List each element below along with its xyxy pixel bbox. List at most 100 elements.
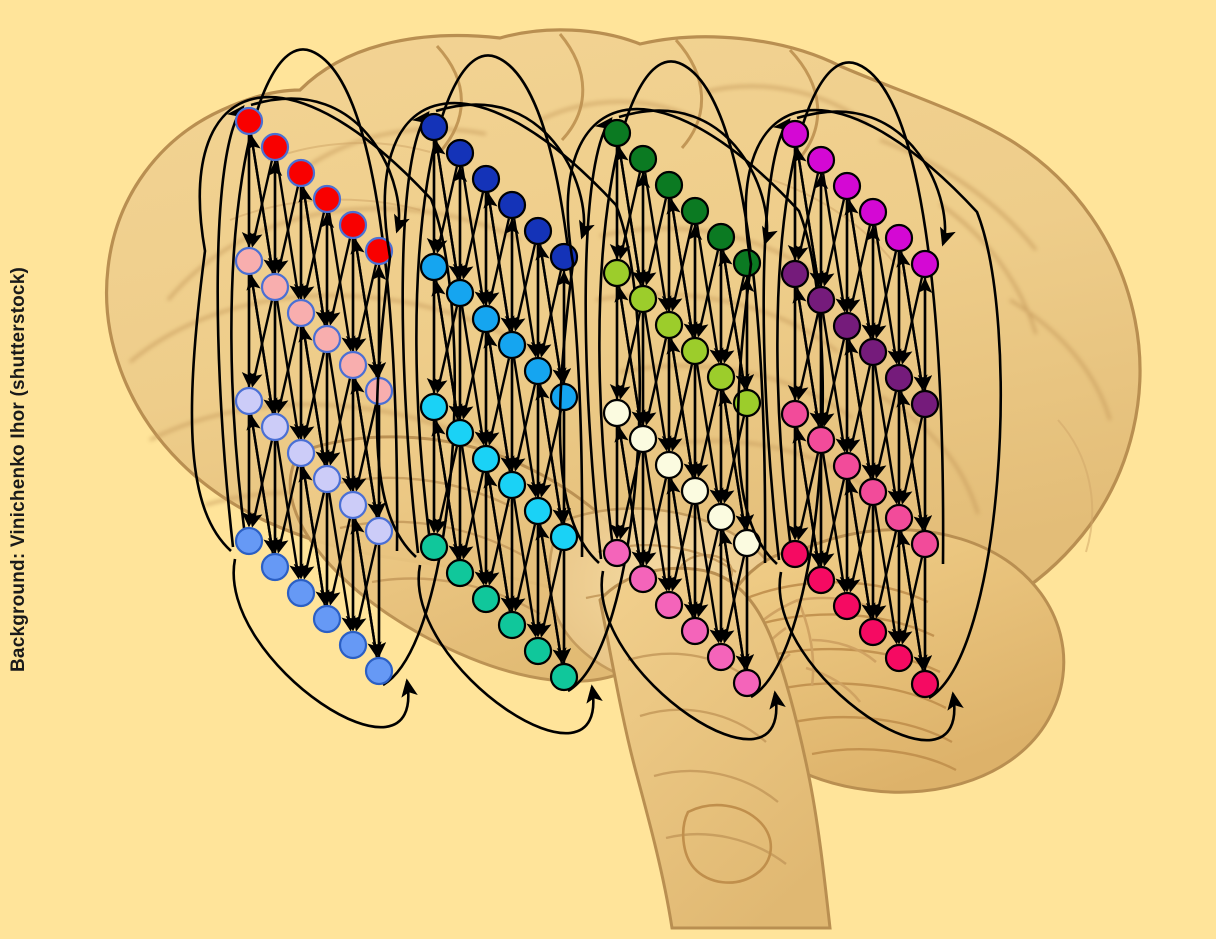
network-node[interactable] (312, 604, 342, 634)
network-node[interactable] (602, 258, 632, 288)
network-node[interactable] (884, 643, 914, 673)
network-node[interactable] (628, 144, 658, 174)
column-1-tall-loop (230, 48, 399, 552)
network-node[interactable] (312, 464, 342, 494)
network-node[interactable] (654, 310, 684, 340)
network-node[interactable] (445, 558, 475, 588)
network-node[interactable] (419, 252, 449, 282)
network-node[interactable] (732, 668, 762, 698)
network-node[interactable] (234, 386, 264, 416)
network-node[interactable] (706, 222, 736, 252)
network-node[interactable] (780, 119, 810, 149)
network-node[interactable] (338, 630, 368, 660)
network-node[interactable] (628, 284, 658, 314)
network-node[interactable] (364, 656, 394, 686)
network-node[interactable] (471, 444, 501, 474)
network-node[interactable] (780, 399, 810, 429)
network-node[interactable] (234, 526, 264, 556)
network-node[interactable] (523, 496, 553, 526)
network-node[interactable] (806, 565, 836, 595)
network-node[interactable] (628, 424, 658, 454)
network-node[interactable] (338, 350, 368, 380)
network-node[interactable] (884, 363, 914, 393)
network-node[interactable] (680, 476, 710, 506)
network-node[interactable] (884, 503, 914, 533)
network-node[interactable] (260, 412, 290, 442)
network-node[interactable] (628, 564, 658, 594)
network-node[interactable] (706, 362, 736, 392)
network-node[interactable] (858, 617, 888, 647)
network-node[interactable] (419, 532, 449, 562)
network-node[interactable] (680, 336, 710, 366)
network-node[interactable] (471, 304, 501, 334)
network-node[interactable] (549, 522, 579, 552)
edge-forward (872, 251, 898, 339)
edge-forward (300, 352, 326, 440)
network-node[interactable] (910, 669, 940, 699)
network-node[interactable] (858, 337, 888, 367)
network-node[interactable] (910, 529, 940, 559)
network-node[interactable] (806, 145, 836, 175)
network-node[interactable] (419, 112, 449, 142)
edge-forward (616, 452, 642, 540)
network-node[interactable] (832, 451, 862, 481)
network-node[interactable] (706, 502, 736, 532)
network-node[interactable] (364, 236, 394, 266)
network-node[interactable] (706, 642, 736, 672)
network-node[interactable] (364, 516, 394, 546)
network-node[interactable] (858, 477, 888, 507)
network-node[interactable] (602, 538, 632, 568)
network-node[interactable] (445, 138, 475, 168)
network-node[interactable] (832, 311, 862, 341)
network-node[interactable] (286, 438, 316, 468)
network-node[interactable] (884, 223, 914, 253)
network-node[interactable] (780, 259, 810, 289)
network-node[interactable] (732, 388, 762, 418)
edge-forward (248, 440, 274, 528)
network-node[interactable] (680, 196, 710, 226)
network-node[interactable] (602, 118, 632, 148)
network-node[interactable] (234, 106, 264, 136)
network-node[interactable] (523, 636, 553, 666)
network-node[interactable] (260, 552, 290, 582)
network-node[interactable] (654, 590, 684, 620)
network-node[interactable] (312, 324, 342, 354)
network-node[interactable] (497, 470, 527, 500)
column-2 (375, 54, 641, 735)
network-node[interactable] (832, 171, 862, 201)
network-node[interactable] (471, 584, 501, 614)
network-node[interactable] (234, 246, 264, 276)
network-node[interactable] (806, 285, 836, 315)
network-node[interactable] (780, 539, 810, 569)
network-node[interactable] (445, 418, 475, 448)
network-node[interactable] (419, 392, 449, 422)
network-node[interactable] (549, 382, 579, 412)
network-node[interactable] (286, 298, 316, 328)
edge-forward (872, 391, 898, 479)
network-node[interactable] (910, 389, 940, 419)
network-node[interactable] (286, 578, 316, 608)
network-node[interactable] (654, 450, 684, 480)
network-node[interactable] (260, 132, 290, 162)
network-node[interactable] (858, 197, 888, 227)
network-node[interactable] (832, 591, 862, 621)
network-node[interactable] (338, 210, 368, 240)
network-node[interactable] (549, 662, 579, 692)
network-node[interactable] (260, 272, 290, 302)
network-node[interactable] (602, 398, 632, 428)
network-node[interactable] (497, 190, 527, 220)
network-node[interactable] (523, 216, 553, 246)
network-node[interactable] (654, 170, 684, 200)
network-node[interactable] (497, 330, 527, 360)
network-node[interactable] (497, 610, 527, 640)
network-node[interactable] (338, 490, 368, 520)
network-node[interactable] (312, 184, 342, 214)
network-node[interactable] (910, 249, 940, 279)
network-node[interactable] (732, 248, 762, 278)
network-node[interactable] (523, 356, 553, 386)
network-node[interactable] (806, 425, 836, 455)
network-node[interactable] (286, 158, 316, 188)
network-node[interactable] (680, 616, 710, 646)
network-node[interactable] (445, 278, 475, 308)
network-node[interactable] (471, 164, 501, 194)
